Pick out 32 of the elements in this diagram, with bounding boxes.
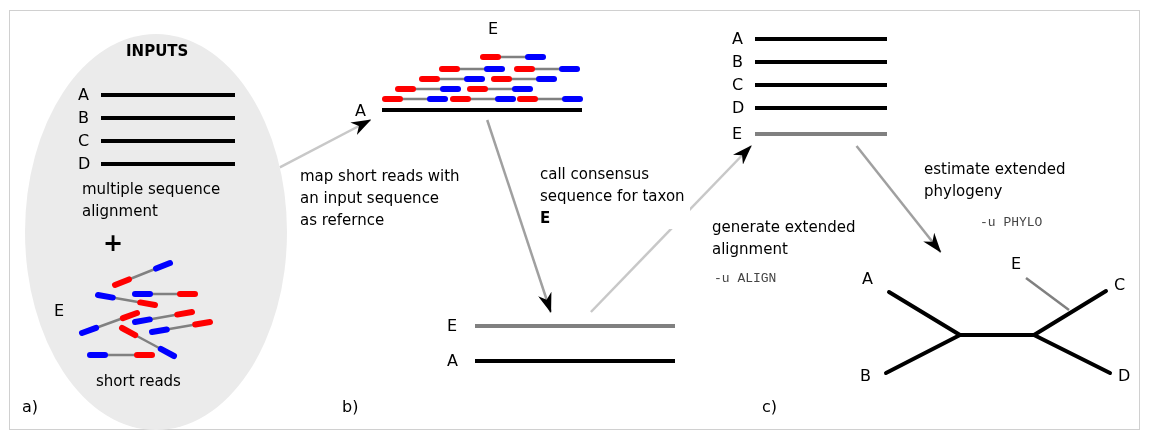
option-text: -u PHYLO: [980, 214, 1043, 232]
taxon-label: A: [732, 28, 743, 50]
taxon-label: C: [78, 130, 90, 152]
taxon-label: D: [732, 97, 745, 119]
taxon-label: A: [78, 84, 89, 106]
taxon-label: A: [447, 350, 458, 372]
taxon-label: B: [732, 51, 743, 73]
taxon-label: E: [1011, 253, 1022, 275]
taxon-label: D: [1118, 365, 1131, 387]
taxon-label: C: [732, 74, 744, 96]
option-text: -u ALIGN: [714, 270, 777, 288]
panel-letter: b): [342, 396, 359, 418]
taxon-label: D: [78, 153, 91, 175]
taxon-label: A: [862, 268, 873, 290]
taxon-label: E: [447, 315, 458, 337]
taxon-label: B: [78, 107, 89, 129]
taxon-label: C: [1114, 274, 1126, 296]
arrow: [279, 118, 372, 169]
caption-text: short reads: [96, 371, 181, 392]
taxon-label: E: [54, 300, 65, 322]
taxon-label: E: [732, 123, 743, 145]
arrow: [486, 119, 552, 313]
plus-sign: +: [103, 232, 124, 254]
heading: INPUTS: [126, 41, 189, 62]
panel-letter: a): [22, 396, 39, 418]
caption-text: multiple sequence alignment: [82, 179, 222, 222]
taxon-label: B: [860, 365, 871, 387]
taxon-label: A: [355, 100, 366, 122]
panel-letter: c): [762, 396, 778, 418]
arrow: [590, 145, 752, 313]
arrow: [855, 145, 942, 253]
taxon-label: E: [488, 18, 499, 40]
